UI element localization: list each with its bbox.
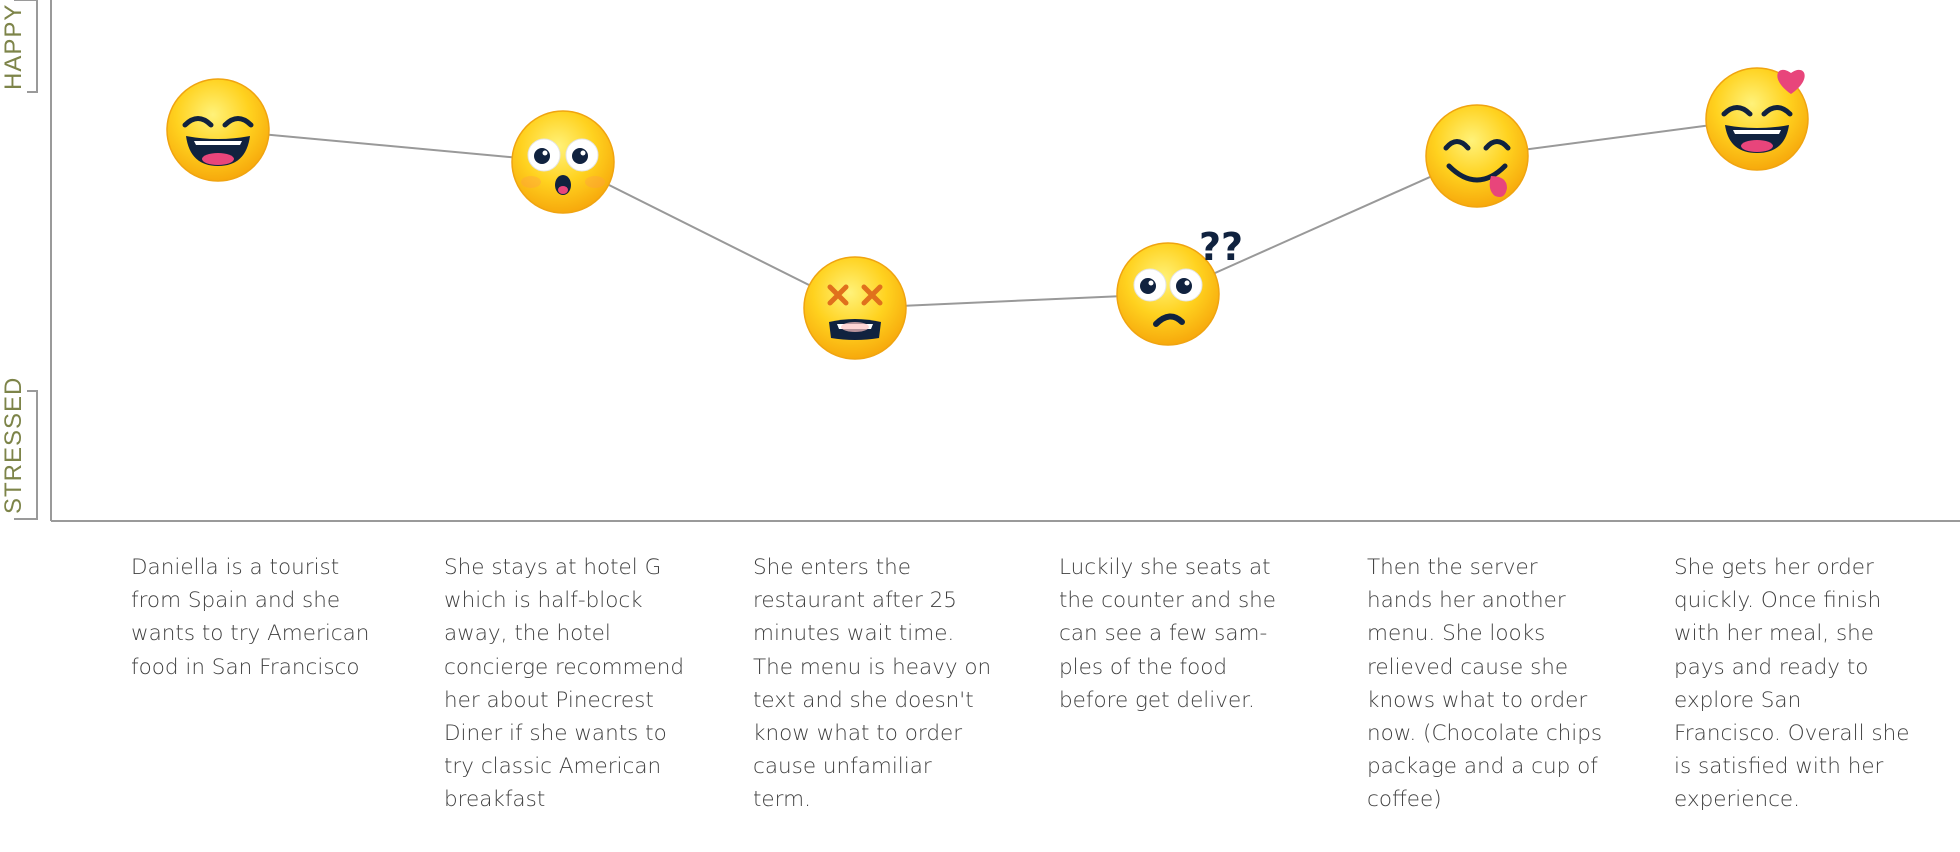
stressed-bracket [14,390,38,520]
face-circle [166,78,270,182]
emotion-line-segment [1167,155,1478,295]
eye [1721,105,1753,117]
eye [1761,105,1793,117]
face-circle [511,110,615,214]
laughing-face-icon [166,78,270,182]
eye [827,284,849,306]
surprised-face-icon [511,110,615,214]
step-text-5: Then the server hands her another menu. … [1367,555,1603,813]
eye [222,116,254,128]
tongue [1489,176,1507,197]
eye [182,116,214,128]
eye [1483,139,1511,151]
mouth [1446,163,1508,183]
step-text-3: She enters the restaurant after 25 minut… [753,555,992,813]
eye [861,284,883,306]
confused-face-icon: ?? [1116,225,1243,346]
dizzy-face-icon [803,256,907,360]
face-circle [1705,67,1809,171]
heart-icon [1777,69,1805,94]
emotion-markers: ?? [166,67,1809,360]
face-circle [1116,242,1220,346]
step-text-1: Daniella is a tourist from Spain and she… [131,555,370,680]
step-text-2: She stays at hotel G which is half-block… [444,555,685,813]
step-text-4: Luckily she seats at the counter and she… [1059,555,1277,713]
step-text-6: She gets her order quickly. Once finish … [1674,555,1910,813]
eye [1443,139,1471,151]
mouth [1153,313,1185,327]
happy-bracket [14,0,38,93]
emotion-line-segment [854,293,1169,309]
face-circle [1425,104,1529,208]
yummy-face-icon [1425,104,1529,208]
face-circle [803,256,907,360]
emotion-line-segment [217,129,564,163]
love-face-icon [1705,67,1809,171]
emotion-line-segment [562,161,856,309]
question-marks-icon: ?? [1199,225,1243,269]
